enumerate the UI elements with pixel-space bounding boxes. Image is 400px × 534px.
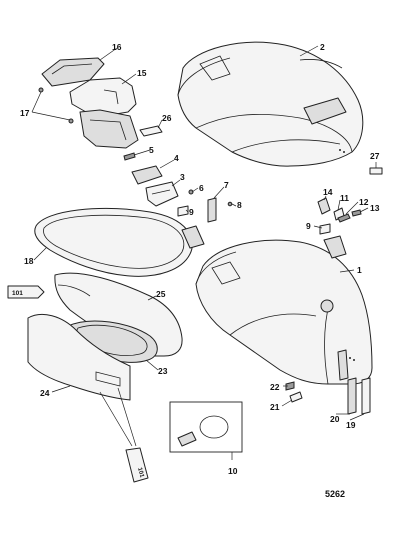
bottom-cowl xyxy=(195,239,373,385)
callout-10: 10 xyxy=(228,466,238,476)
air-intake xyxy=(69,77,139,149)
seal-kit-box xyxy=(169,401,243,453)
callout-2: 2 xyxy=(320,42,325,52)
callout-11: 11 xyxy=(340,193,349,203)
lower-wrap xyxy=(27,314,131,401)
grease-tube-left xyxy=(177,205,205,249)
callout-13: 13 xyxy=(370,203,380,213)
callout-15: 15 xyxy=(137,68,147,78)
label-27 xyxy=(369,167,383,175)
grommet-22 xyxy=(285,381,295,391)
callout-26: 26 xyxy=(162,113,172,123)
callout-12: 12 xyxy=(359,197,369,207)
callout-3: 3 xyxy=(180,172,185,182)
callout-14: 14 xyxy=(323,187,333,197)
screw-13 xyxy=(351,209,362,217)
callout-9-right: 9 xyxy=(306,221,311,231)
top-cowl xyxy=(177,41,364,167)
grease-tube-right xyxy=(319,223,347,259)
callout-17: 17 xyxy=(20,108,30,118)
strip-19 xyxy=(361,377,371,415)
sealant-tube-bottom xyxy=(125,447,149,483)
callout-6: 6 xyxy=(199,183,204,193)
leader-lines xyxy=(31,45,377,460)
callout-8: 8 xyxy=(237,200,242,210)
sealant-tube-left xyxy=(7,285,45,299)
callout-25: 25 xyxy=(156,289,166,299)
callout-21: 21 xyxy=(270,402,280,412)
small-plate xyxy=(139,125,163,137)
callout-9-left: 9 xyxy=(189,207,194,217)
clip-14 xyxy=(317,197,331,215)
callout-5: 5 xyxy=(149,145,154,155)
screw-8 xyxy=(227,201,233,207)
latch-arm xyxy=(207,197,217,223)
callout-24: 24 xyxy=(40,388,50,398)
callout-7: 7 xyxy=(224,180,229,190)
callout-4: 4 xyxy=(174,153,179,163)
callout-19: 19 xyxy=(346,420,356,430)
latch-bracket xyxy=(131,165,163,185)
cowl-seal xyxy=(34,208,193,277)
callout-18: 18 xyxy=(24,256,34,266)
callout-16: 16 xyxy=(112,42,122,52)
tube-label-bottom: 101 xyxy=(136,467,145,479)
side-panel xyxy=(54,272,183,357)
screw-12 xyxy=(337,213,351,223)
callout-27: 27 xyxy=(370,151,380,161)
strip-20 xyxy=(347,377,357,415)
callout-20: 20 xyxy=(330,414,340,424)
callout-23: 23 xyxy=(158,366,168,376)
callout-22: 22 xyxy=(270,382,280,392)
callout-1: 1 xyxy=(357,265,362,275)
screw-5 xyxy=(123,152,136,161)
screw-17a xyxy=(38,87,44,93)
latch-assembly xyxy=(145,181,179,207)
tube-label-left: 101 xyxy=(12,290,23,297)
intake-baffle xyxy=(41,57,105,87)
figure-number: 5262 xyxy=(325,489,345,499)
fastener-6 xyxy=(188,189,194,195)
